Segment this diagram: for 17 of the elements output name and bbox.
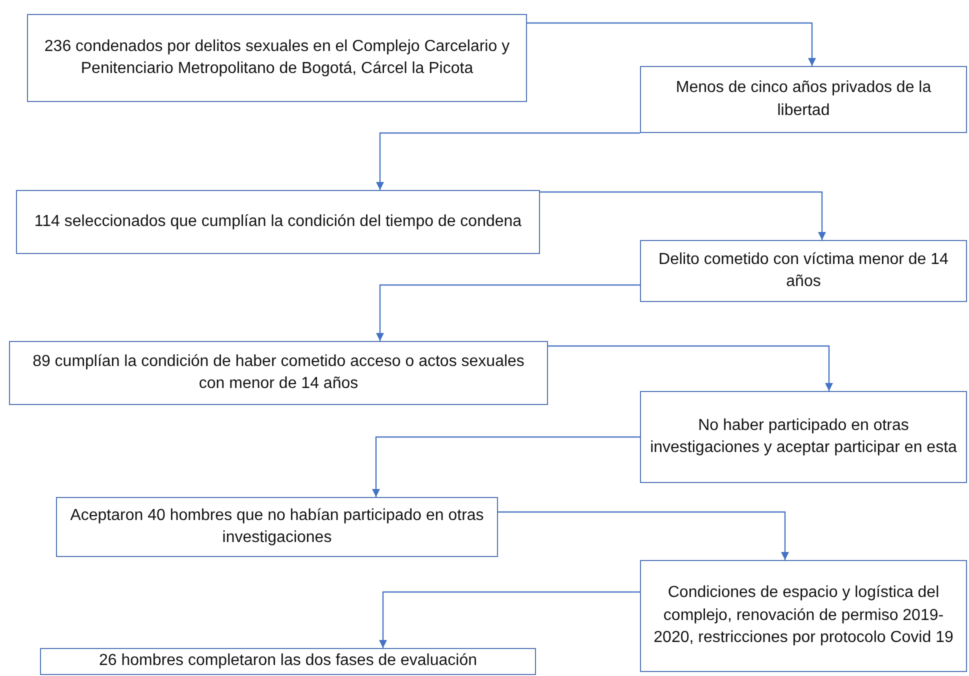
process-box: Menos de cinco años privados de la libertad: [640, 66, 967, 133]
arrow: [376, 132, 640, 190]
arrow: [376, 284, 640, 341]
process-box: No haber participado en otras investigaciones y aceptar participar en esta: [640, 391, 967, 483]
arrow: [379, 591, 640, 648]
process-box: 26 hombres completaron las dos fases de evaluación: [40, 648, 536, 675]
process-box: Aceptaron 40 hombres que no habían participado en otras investigaciones: [56, 497, 498, 557]
arrow: [372, 436, 640, 497]
arrow: [548, 345, 833, 391]
process-box: 236 condenados por delitos sexuales en el Complejo Carcelario y Penitenciario Metropolitano de Bogotá, Cárcel la Picota: [27, 14, 527, 102]
process-box: Delito cometido con víctima menor de 14 años: [640, 240, 967, 302]
arrow: [527, 22, 816, 66]
process-box: 89 cumplían la condición de haber cometido acceso o actos sexuales con menor de 14 años: [9, 341, 548, 405]
process-box: Condiciones de espacio y logística del complejo, renovación de permiso 2019-2020, restricciones por protocolo Covid 19: [640, 560, 967, 672]
arrow: [498, 511, 789, 560]
arrow: [540, 191, 826, 240]
process-box: 114 seleccionados que cumplían la condición del tiempo de condena: [16, 190, 540, 254]
